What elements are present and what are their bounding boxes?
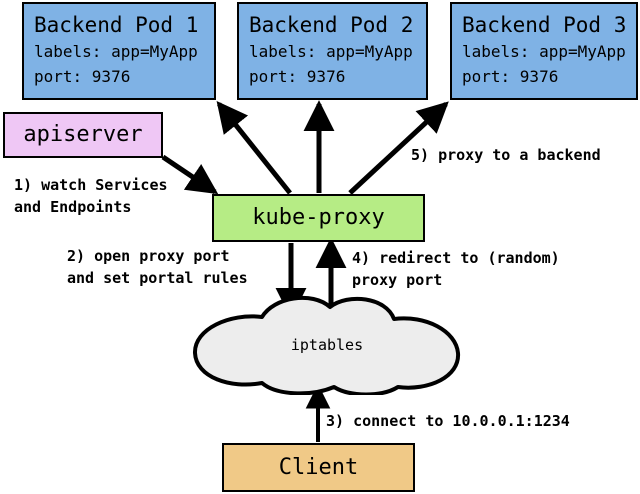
backend-pod-1-box: Backend Pod 1 labels: app=MyApp port: 93…: [22, 2, 216, 100]
client-label: Client: [278, 454, 359, 480]
iptables-cloud-shape: [192, 295, 461, 395]
edge-kubeproxy-to-pod1: [216, 100, 292, 195]
backend-pod-2-title: Backend Pod 2: [249, 13, 414, 37]
backend-pod-1-port: port: 9376: [34, 67, 131, 86]
backend-pod-3-box: Backend Pod 3 labels: app=MyApp port: 93…: [450, 2, 638, 100]
backend-pod-1-title: Backend Pod 1: [34, 13, 199, 37]
backend-pod-2-labels: labels: app=MyApp: [249, 42, 413, 61]
step-5-annotation: 5) proxy to a backend: [411, 146, 601, 164]
step-4-annotation: 4) redirect to (random) proxy port: [352, 249, 560, 289]
backend-pod-2-port: port: 9376: [249, 67, 346, 86]
kube-proxy-box: kube-proxy: [212, 194, 425, 242]
apiserver-box: apiserver: [3, 112, 163, 158]
apiserver-label: apiserver: [23, 122, 143, 147]
edge-apiserver-to-kubeproxy: [161, 154, 219, 195]
edge-kubeproxy-to-pod3: [348, 101, 449, 195]
backend-pod-3-title: Backend Pod 3: [462, 13, 627, 37]
kube-proxy-label: kube-proxy: [252, 205, 385, 230]
step-3-annotation: 3) connect to 10.0.0.1:1234: [326, 412, 570, 430]
step-1-annotation: 1) watch Services and Endpoints: [14, 176, 168, 216]
step-2-annotation: 2) open proxy port and set portal rules: [67, 247, 248, 287]
backend-pod-3-labels: labels: app=MyApp: [462, 42, 626, 61]
client-box: Client: [222, 443, 415, 492]
backend-pod-2-box: Backend Pod 2 labels: app=MyApp port: 93…: [237, 2, 428, 100]
backend-pod-1-labels: labels: app=MyApp: [34, 42, 198, 61]
backend-pod-3-port: port: 9376: [462, 67, 559, 86]
